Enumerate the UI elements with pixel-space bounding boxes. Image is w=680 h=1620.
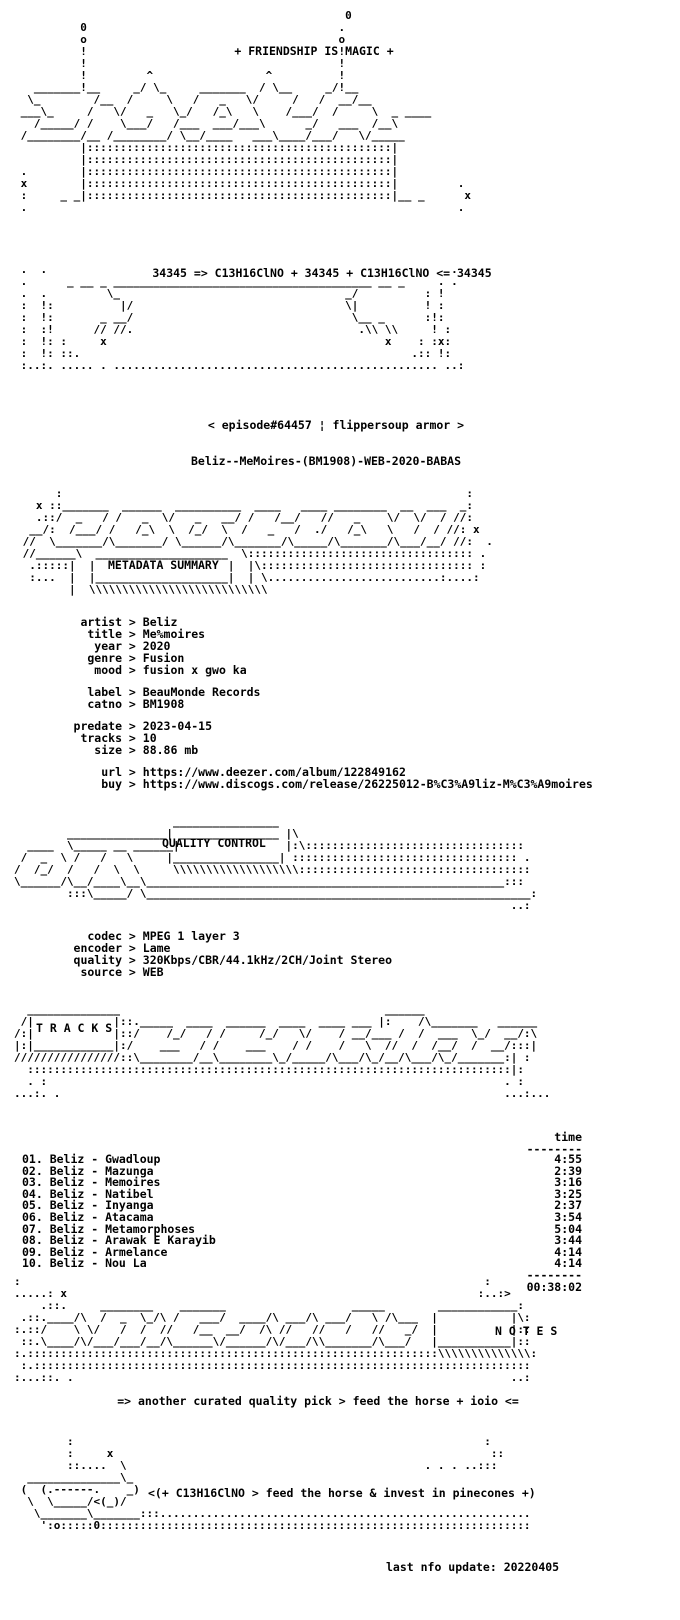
catno-label: catno bbox=[87, 697, 122, 711]
codec-value: MPEG 1 layer 3 bbox=[142, 929, 240, 943]
slogan: + FRIENDSHIP IS MAGIC + bbox=[234, 44, 394, 58]
mood-label: mood bbox=[94, 663, 122, 677]
year-label: year bbox=[94, 639, 122, 653]
url-label: url bbox=[101, 765, 122, 779]
track-name: 04. Beliz - Natibel bbox=[22, 1186, 154, 1201]
encoder-value: Lame bbox=[142, 941, 171, 955]
episode-line: < episode#64457 ¦ flippersoup armor > bbox=[207, 418, 465, 432]
metadata-banner-art: : : x ::_______ ______ __________ ____ _… bbox=[22, 487, 493, 596]
track-name: 05. Beliz - Inyanga bbox=[22, 1198, 154, 1213]
tracks-banner-art: ______________ ______ /| |::._____ ____ … bbox=[14, 1003, 551, 1100]
source-label: source bbox=[80, 965, 122, 979]
title-label: title bbox=[87, 627, 122, 641]
quality-value: 320Kbps/CBR/44.1kHz/2CH/Joint Stereo bbox=[142, 953, 393, 967]
size-label: size bbox=[94, 743, 122, 757]
track-time: 4:14 bbox=[554, 1256, 582, 1271]
genre-value: Fusion bbox=[142, 651, 185, 665]
codec-label: codec bbox=[87, 929, 122, 943]
record-label-value: BeauMonde Records bbox=[142, 685, 261, 699]
track-time: 3:25 bbox=[554, 1186, 582, 1201]
title-value: Me%moires bbox=[142, 627, 206, 641]
total-rule: -------- bbox=[526, 1267, 582, 1282]
last-update: last nfo update: 20220405 bbox=[386, 1560, 560, 1574]
track-name: 08. Beliz - Arawak E Karayib bbox=[22, 1233, 216, 1248]
track-row: 10. Beliz - Nou La 4:14 bbox=[22, 1258, 582, 1270]
track-row: 05. Beliz - Inyanga 2:37 bbox=[22, 1200, 582, 1212]
track-row: 07. Beliz - Metamorphoses 5:04 bbox=[22, 1221, 582, 1236]
track-name: 09. Beliz - Armelance bbox=[22, 1244, 168, 1259]
tracks-count-value: 10 bbox=[142, 731, 157, 745]
formula-line: 34345 => C13H16ClNO + 34345 + C13H16ClNO… bbox=[152, 266, 492, 280]
footer-tagline: <(+ C13H16ClNO > feed the horse & invest… bbox=[148, 1486, 536, 1500]
track-time: 3:44 bbox=[554, 1233, 582, 1248]
artist-value: Beliz bbox=[142, 615, 178, 629]
track-name: 10. Beliz - Nou La bbox=[22, 1256, 147, 1271]
track-name: 07. Beliz - Metamorphoses bbox=[22, 1221, 196, 1236]
formula-frame-art: . . . . _ __ _ _________________________… bbox=[20, 263, 465, 372]
release-name: Beliz--MeMoires-(BM1908)-WEB-2020-BABAS bbox=[190, 454, 462, 468]
track-time: 3:54 bbox=[554, 1209, 582, 1224]
track-time: 2:39 bbox=[554, 1163, 582, 1178]
track-time: 2:37 bbox=[554, 1198, 582, 1213]
encoder-label: encoder bbox=[73, 941, 122, 955]
track-time: 4:55 bbox=[554, 1152, 582, 1166]
record-label-label: label bbox=[87, 685, 122, 699]
genre-label: genre bbox=[87, 651, 122, 665]
track-name: 06. Beliz - Atacama bbox=[22, 1209, 154, 1224]
track-name: 03. Beliz - Memoires bbox=[22, 1175, 161, 1190]
notes-line: => another curated quality pick > feed t… bbox=[117, 1394, 519, 1408]
footer-art: : : : x :: ::.... \ bbox=[20, 1435, 531, 1532]
header-ascii-art: 0 0 . o o ! ! ! bbox=[20, 9, 471, 214]
catno-value: BM1908 bbox=[142, 697, 185, 711]
tracks-count-label: tracks bbox=[80, 731, 122, 745]
track-time: 5:04 bbox=[554, 1221, 582, 1236]
notes-banner-art: : : .....: x :..:> .::. ________ _______ bbox=[14, 1275, 538, 1384]
mood-value: fusion x gwo ka bbox=[142, 663, 247, 677]
track-name: 01. Beliz - Gwadloup bbox=[22, 1152, 161, 1166]
track-row: 08. Beliz - Arawak E Karayib 3:44 bbox=[22, 1233, 582, 1248]
track-time: 3:16 bbox=[554, 1175, 582, 1190]
header-rule: -------- bbox=[526, 1142, 582, 1156]
track-row: 09. Beliz - Armelance 4:14 bbox=[22, 1244, 582, 1259]
quality-banner-art: ________________ _______________| ______… bbox=[14, 815, 538, 912]
total-time: 00:38:02 bbox=[526, 1279, 582, 1294]
time-column-header: time bbox=[554, 1130, 582, 1144]
predate-value: 2023-04-15 bbox=[142, 719, 213, 733]
buy-label: buy bbox=[101, 777, 122, 791]
track-row: 02. Beliz - Mazunga 2:39 bbox=[22, 1163, 582, 1178]
discogs-buy-link[interactable]: https://www.discogs.com/release/26225012… bbox=[142, 777, 593, 791]
predate-label: predate bbox=[73, 719, 122, 733]
source-value: WEB bbox=[142, 965, 164, 979]
track-row: 03. Beliz - Memoires 3:16 bbox=[22, 1175, 582, 1190]
artist-label: artist bbox=[80, 615, 122, 629]
track-time: 4:14 bbox=[554, 1244, 582, 1259]
quality-label: quality bbox=[73, 953, 122, 967]
deezer-url-link[interactable]: https://www.deezer.com/album/122849162 bbox=[142, 765, 406, 779]
year-value: 2020 bbox=[142, 639, 171, 653]
track-row: 01. Beliz - Gwadloup 4:55 bbox=[22, 1152, 582, 1166]
metadata-section-title: METADATA SUMMARY bbox=[108, 558, 219, 572]
quality-section-title: QUALITY CONTROL bbox=[162, 836, 266, 850]
track-row: 06. Beliz - Atacama 3:54 bbox=[22, 1209, 582, 1224]
track-row: 04. Beliz - Natibel 3:25 bbox=[22, 1186, 582, 1201]
notes-section-title: N O T E S bbox=[495, 1324, 558, 1338]
track-name: 02. Beliz - Mazunga bbox=[22, 1163, 154, 1178]
size-value: 88.86 mb bbox=[142, 743, 199, 757]
tracks-section-title: T R A C K S bbox=[36, 1021, 113, 1035]
